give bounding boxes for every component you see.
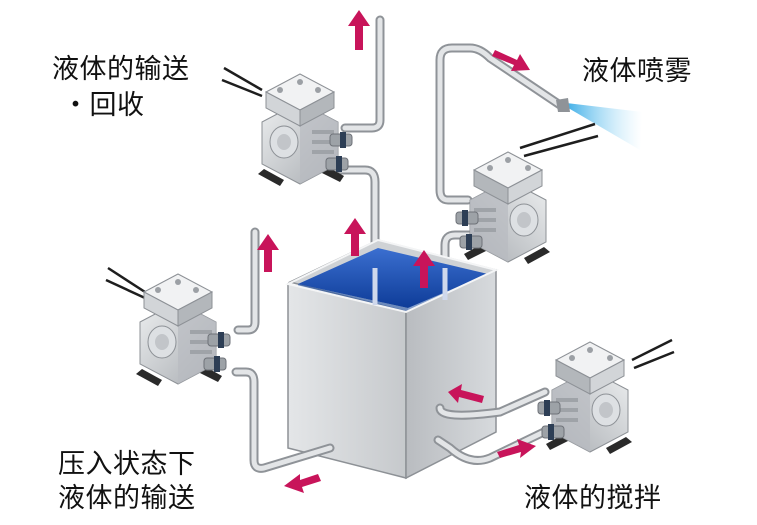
label-transfer-recovery-line2: ・回收 — [62, 90, 145, 121]
pump-spray — [455, 151, 551, 265]
pump-top — [257, 73, 353, 187]
flow-arrow-stir-suction — [497, 439, 536, 458]
flow-arrow-up-tank-right — [413, 250, 435, 288]
flow-arrow-up-left — [257, 234, 279, 272]
spray-mist — [558, 102, 642, 150]
pump-stir — [537, 341, 633, 455]
liquid-surface — [298, 248, 488, 308]
flow-arrow-up-top — [348, 10, 370, 50]
label-transfer-recovery-line1: 液体的输送 — [52, 54, 190, 85]
label-pressurized-line2: 液体的输送 — [58, 483, 196, 514]
label-spray: 液体喷雾 — [582, 56, 692, 87]
label-pressurized-line1: 压入状态下 — [58, 449, 196, 480]
liquid-tank — [285, 238, 499, 480]
pump-cables — [105, 66, 675, 370]
flow-arrow-pressurized — [284, 474, 321, 493]
pump-left — [135, 273, 231, 387]
flow-arrow-stir-return — [448, 384, 484, 403]
pipe-left-outlet — [233, 227, 260, 335]
flow-arrow-up-tank — [344, 218, 366, 256]
label-stirring: 液体的搅拌 — [524, 483, 662, 514]
flow-arrow-to-spray — [492, 50, 530, 71]
